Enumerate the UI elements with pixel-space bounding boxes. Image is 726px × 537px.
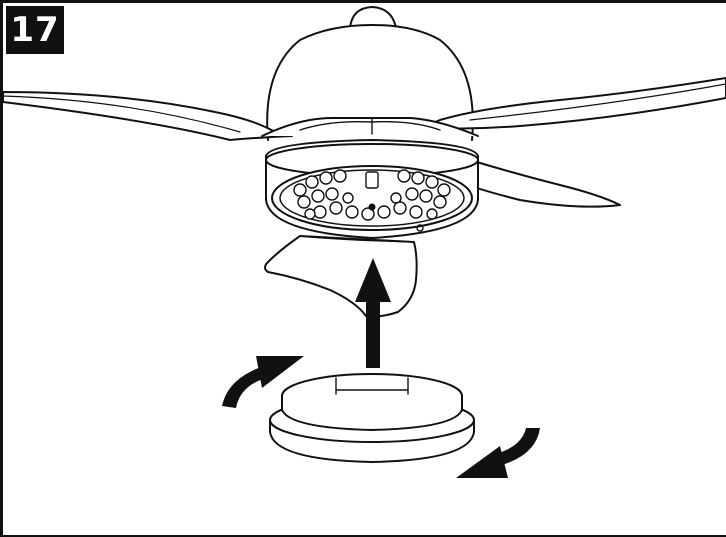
up-arrow xyxy=(355,258,391,368)
light-cover xyxy=(269,373,475,463)
step-number-badge: 17 xyxy=(6,6,64,54)
downrod xyxy=(349,6,397,29)
rotate-arrow-right xyxy=(456,428,540,478)
motor-housing xyxy=(266,24,474,141)
rotate-arrow-left xyxy=(222,356,304,408)
right-lower-blade xyxy=(459,159,621,208)
led-beads xyxy=(293,169,451,221)
step-number: 17 xyxy=(10,10,60,50)
left-blade xyxy=(2,91,293,141)
front-blade xyxy=(264,235,418,318)
